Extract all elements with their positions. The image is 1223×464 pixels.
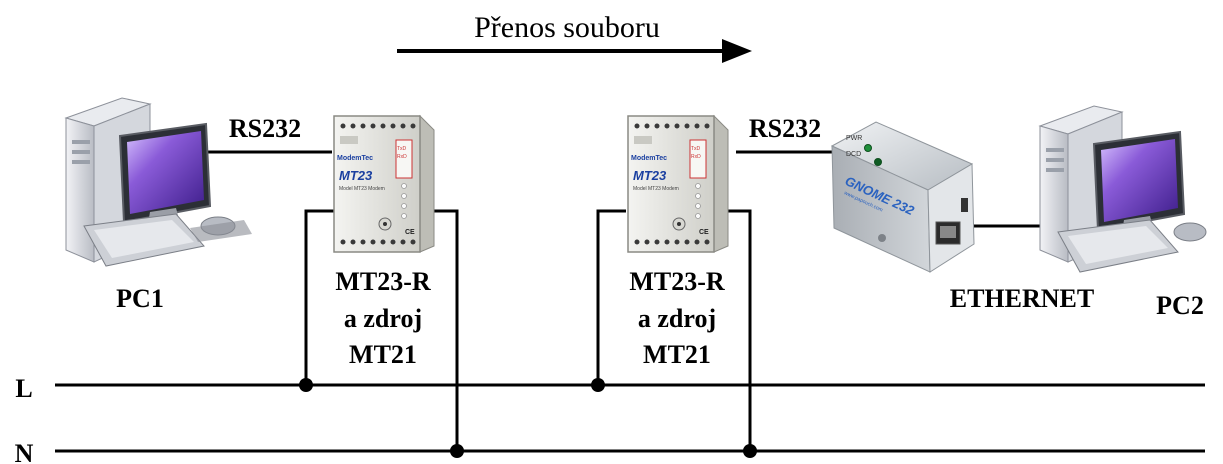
module2-wire-n (722, 209, 752, 451)
module2-junction-l (591, 378, 605, 392)
mt-model-right: MT23 (633, 168, 667, 183)
mt-brand-left: ModemTec (337, 155, 373, 162)
module1-junction-l (299, 378, 313, 392)
mt-model-left: MT23 (339, 168, 373, 183)
module-right-line3: MT21 (643, 340, 711, 369)
mt-ce-right: CE (699, 229, 709, 236)
module-left-line2: a zdroj (344, 304, 422, 333)
gnome-pwr: PWR (846, 135, 862, 142)
mt23-module-right: ModemTec MT23 Model MT23 Modem TxD RxD C… (627, 114, 729, 253)
pc2-label: PC2 (1156, 291, 1204, 320)
gnome-dcd: DCD (846, 151, 861, 158)
pc1-label: PC1 (116, 284, 164, 313)
bus-label-n: N (15, 439, 34, 464)
module2-wire-l (596, 209, 626, 385)
pc2-computer-icon (1038, 105, 1207, 273)
rs232-label-left: RS232 (229, 114, 301, 143)
module1-junction-n (450, 444, 464, 458)
pc1-computer-icon (64, 97, 252, 267)
mt-brand-right: ModemTec (631, 155, 667, 162)
mt-sub-left: Model MT23 Modem (339, 186, 385, 192)
module-left-line1: MT23-R (335, 267, 431, 296)
transfer-arrow-head (722, 39, 752, 63)
rs232-label-right: RS232 (749, 114, 821, 143)
module1-wire-n (428, 209, 459, 451)
transfer-title: Přenos souboru (474, 11, 660, 44)
module1-wire-l (304, 209, 334, 385)
module2-junction-n (743, 444, 757, 458)
bus-label-l: L (15, 374, 32, 403)
mt23-module-left: ModemTec MT23 Model MT23 Modem TxD RxD C… (333, 114, 435, 253)
mt-rx-left: RxD (397, 154, 407, 160)
module-right-line2: a zdroj (638, 304, 716, 333)
gnome232-converter: PWR DCD GNOME 232 www.papouch.com (830, 121, 975, 273)
mt-tx-left: TxD (397, 146, 407, 152)
mt-ce-left: CE (405, 229, 415, 236)
ethernet-label: ETHERNET (950, 284, 1095, 313)
mt-sub-right: Model MT23 Modem (633, 186, 679, 192)
mt-rx-right: RxD (691, 154, 701, 160)
mt-tx-right: TxD (691, 146, 701, 152)
module-right-line1: MT23-R (629, 267, 725, 296)
module-left-line3: MT21 (349, 340, 417, 369)
